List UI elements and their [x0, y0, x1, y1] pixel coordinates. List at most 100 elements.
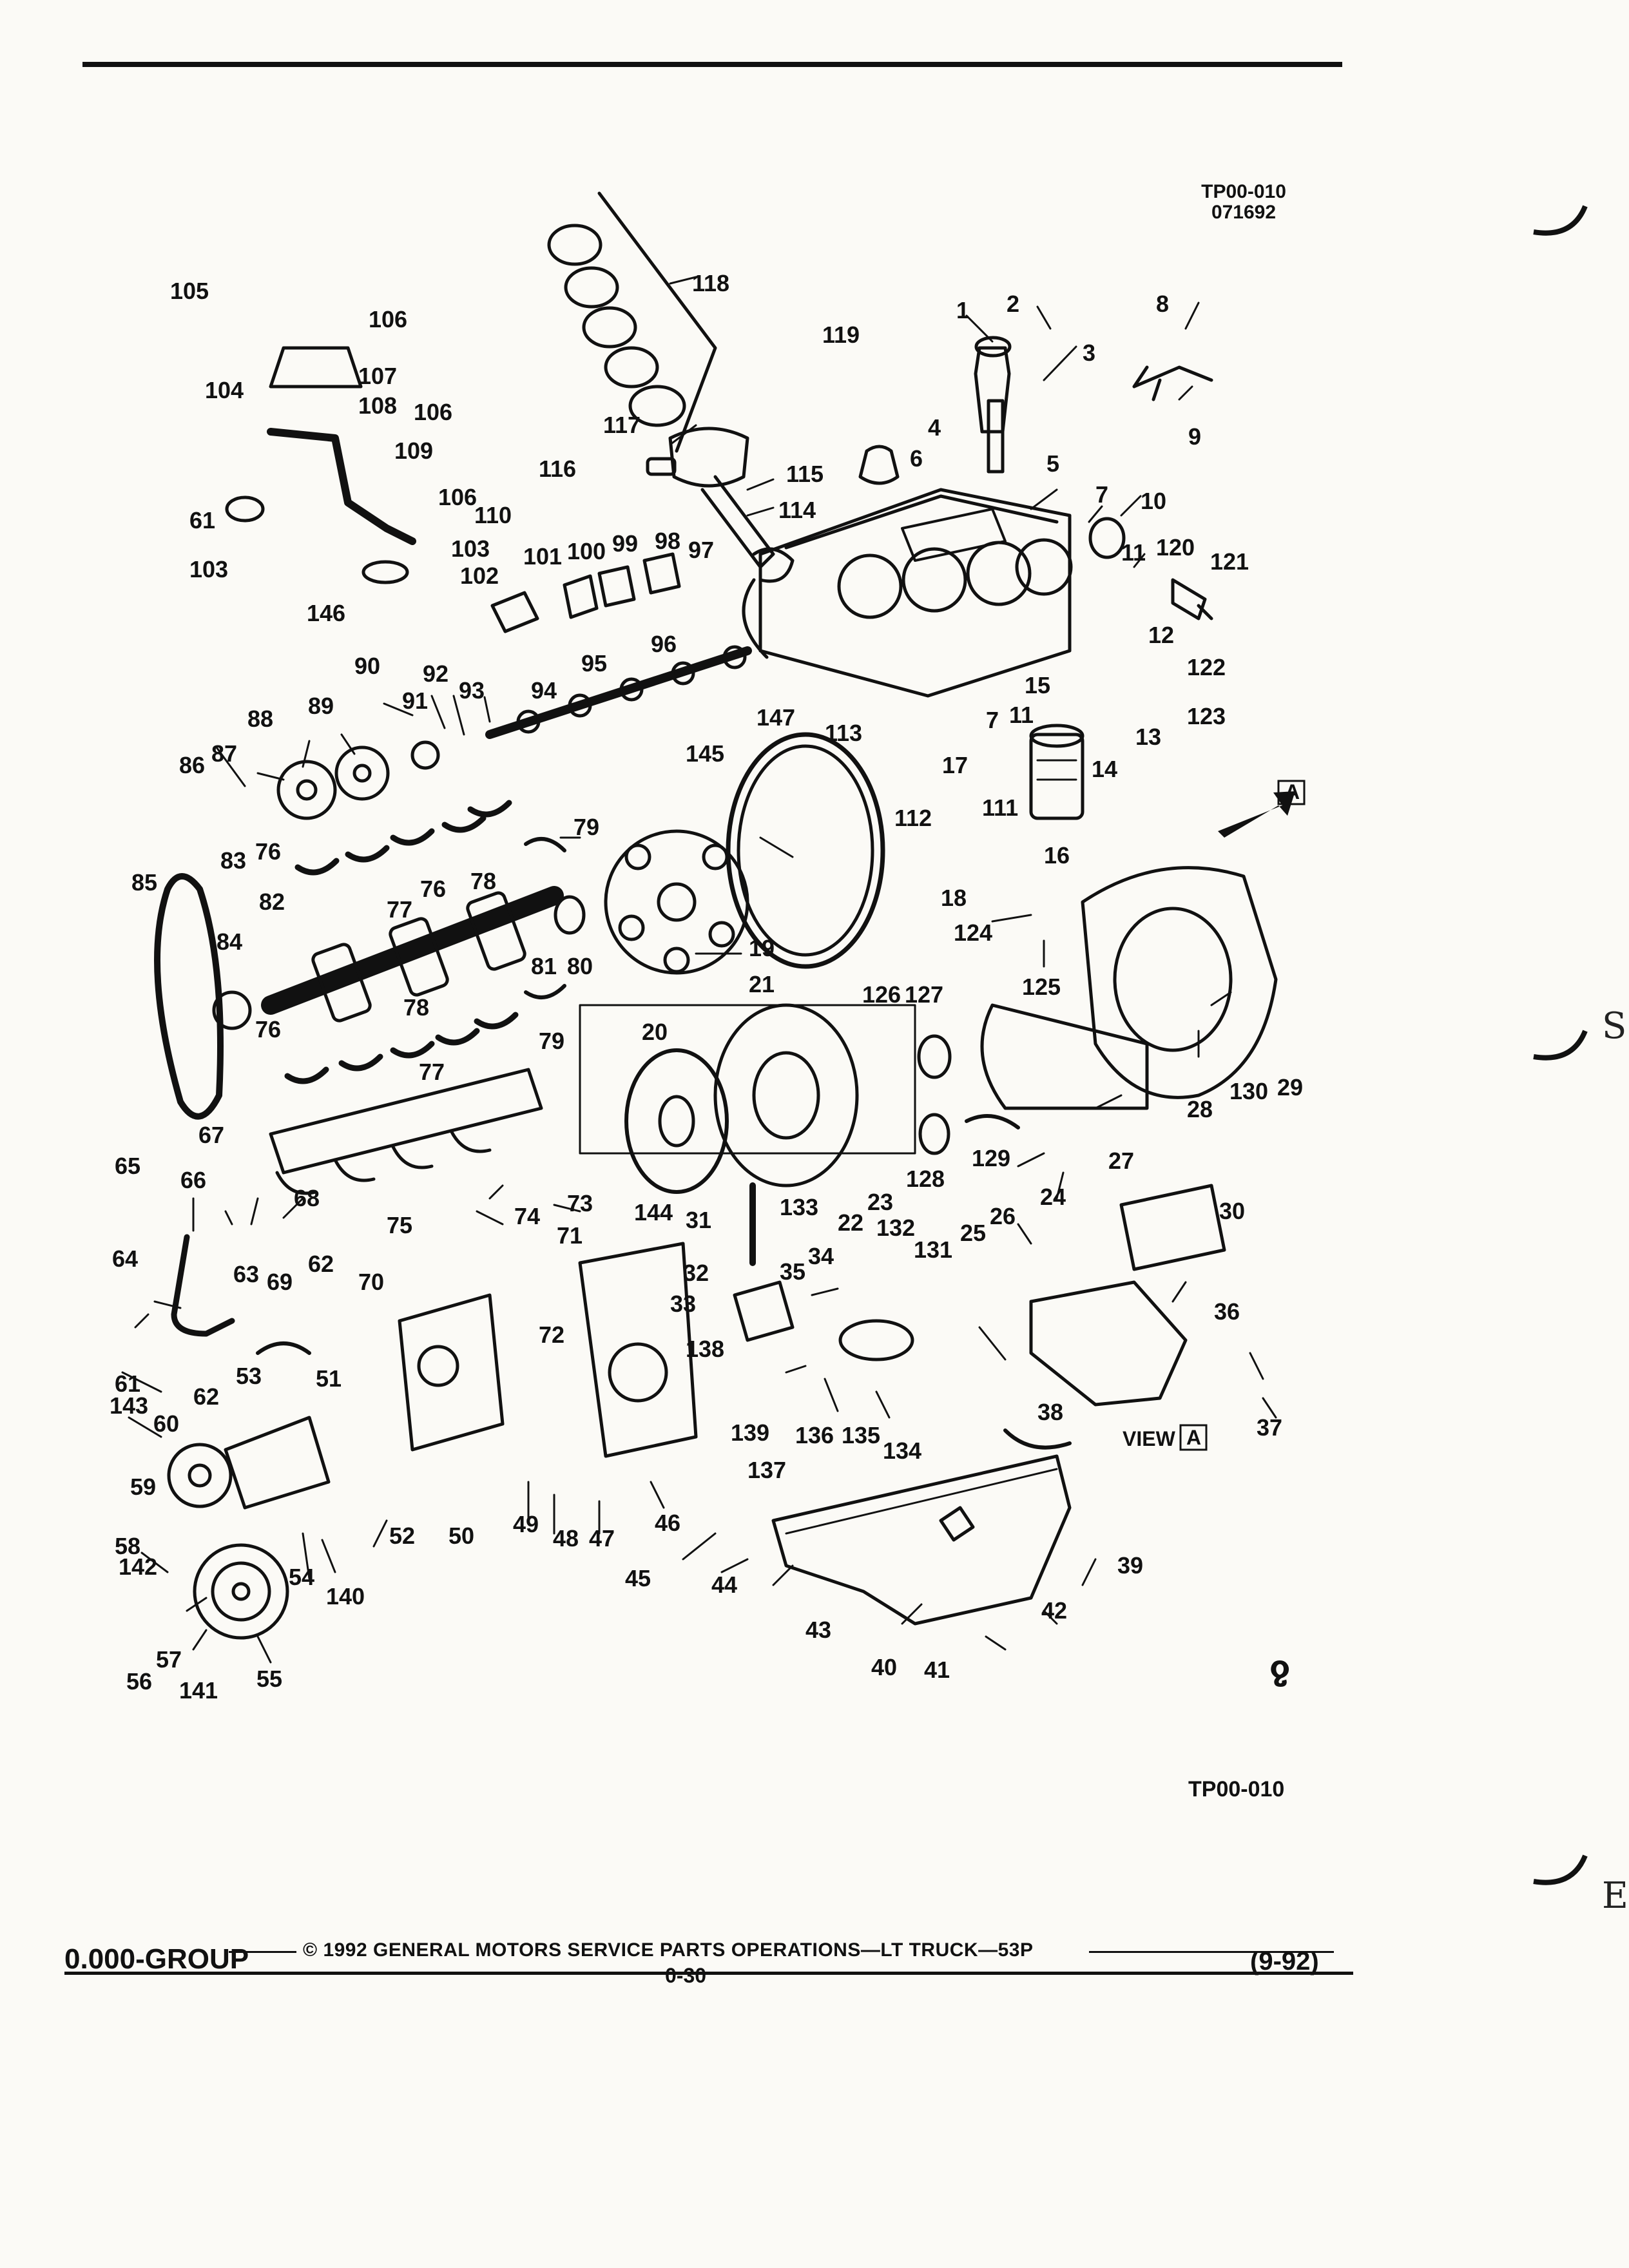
callout-74: 74	[514, 1203, 540, 1229]
callout-64: 64	[112, 1245, 138, 1272]
callout-57: 57	[156, 1646, 182, 1673]
callout-25: 25	[960, 1220, 986, 1246]
callout-35: 35	[780, 1258, 805, 1285]
camshaft-drawing	[485, 645, 752, 739]
callout-36: 36	[1214, 1298, 1240, 1325]
callout-108: 108	[358, 392, 397, 419]
binder-tab-1-icon	[1533, 205, 1588, 236]
callout-122: 122	[1187, 654, 1226, 680]
timing-chain-drawing	[154, 873, 224, 1120]
callout-20: 20	[642, 1019, 668, 1045]
margin-mark-s: S	[1602, 1005, 1627, 1047]
bell-housing-drawing	[1081, 866, 1278, 1099]
callout-145: 145	[686, 740, 724, 767]
callout-147: 147	[757, 704, 795, 731]
callout-120: 120	[1156, 534, 1195, 561]
callout-106c: 106	[438, 484, 477, 510]
logo-mark: ჹ	[1269, 1649, 1290, 1687]
callout-27: 27	[1108, 1148, 1134, 1174]
callout-3: 3	[1083, 340, 1095, 366]
callout-10: 10	[1141, 488, 1166, 514]
callout-42: 42	[1041, 1597, 1067, 1624]
callout-9: 9	[1188, 423, 1201, 450]
callout-62b: 62	[308, 1251, 334, 1277]
callout-37: 37	[1257, 1414, 1282, 1441]
callout-30: 30	[1219, 1198, 1245, 1224]
callout-72: 72	[539, 1321, 564, 1348]
callout-117: 117	[603, 412, 641, 438]
timing-cover-drawing	[398, 1242, 698, 1458]
callout-133: 133	[780, 1194, 818, 1220]
flywheel-shield-drawing	[980, 1003, 1149, 1110]
callout-51: 51	[316, 1365, 342, 1392]
callout-labels: 1 2 3 4 5 6 7 7 8 9 10 11 11 12 13 14 15…	[110, 270, 1303, 1704]
callout-112: 112	[894, 805, 932, 831]
callout-134: 134	[883, 1437, 921, 1464]
callout-67: 67	[198, 1122, 224, 1148]
top-rule	[82, 62, 1342, 67]
callout-31: 31	[686, 1207, 711, 1233]
callout-52: 52	[389, 1523, 415, 1549]
callout-49: 49	[513, 1511, 539, 1537]
callout-137: 137	[747, 1457, 786, 1483]
callout-77a: 77	[387, 896, 412, 923]
callout-80: 80	[567, 953, 593, 979]
callout-54: 54	[289, 1564, 314, 1590]
callout-50: 50	[448, 1523, 474, 1549]
callout-22: 22	[838, 1209, 863, 1236]
callout-103b: 103	[451, 535, 490, 562]
callout-114: 114	[778, 497, 816, 523]
callout-82: 82	[259, 889, 285, 915]
callout-15: 15	[1025, 672, 1050, 698]
callout-126: 126	[862, 981, 901, 1008]
callout-113: 113	[825, 720, 862, 746]
callout-97: 97	[688, 537, 714, 563]
callout-58: 58	[115, 1533, 140, 1559]
callout-59: 59	[130, 1474, 156, 1500]
callout-34: 34	[808, 1243, 834, 1269]
callout-19: 19	[749, 935, 775, 961]
view-a-arrow-icon: A	[1218, 780, 1306, 838]
callout-91: 91	[402, 687, 428, 714]
callout-76b: 76	[420, 876, 446, 902]
callout-96: 96	[651, 631, 677, 657]
callout-102: 102	[460, 562, 499, 589]
callout-127: 127	[905, 981, 943, 1008]
callout-125: 125	[1022, 974, 1061, 1000]
callout-139: 139	[731, 1419, 769, 1446]
callout-89: 89	[308, 693, 334, 719]
callout-104: 104	[205, 377, 244, 403]
view-label-text: VIEW	[1123, 1427, 1176, 1450]
thermostat-housing-drawing	[225, 346, 416, 584]
callout-92: 92	[423, 660, 448, 687]
callout-21: 21	[749, 971, 775, 997]
callout-11b: 11	[1009, 702, 1034, 728]
callout-138: 138	[686, 1336, 724, 1362]
callout-115: 115	[786, 461, 824, 487]
view-a-arrow-letter: A	[1285, 780, 1300, 803]
water-pump-drawing	[167, 1416, 331, 1510]
view-label-letter: A	[1186, 1426, 1201, 1449]
callout-13: 13	[1135, 724, 1161, 750]
callout-83: 83	[220, 847, 246, 874]
callout-23: 23	[867, 1189, 893, 1215]
callout-116: 116	[539, 456, 576, 482]
callout-76c: 76	[255, 1016, 281, 1043]
callout-32: 32	[683, 1260, 709, 1286]
callout-131: 131	[914, 1236, 952, 1263]
callout-5: 5	[1046, 450, 1059, 477]
callout-123: 123	[1187, 703, 1226, 729]
callout-93: 93	[459, 677, 485, 704]
callout-56: 56	[126, 1668, 152, 1695]
callout-29: 29	[1277, 1074, 1303, 1100]
callout-88: 88	[247, 706, 273, 732]
oil-pump-drive-drawing	[974, 336, 1012, 434]
callout-7a: 7	[1095, 481, 1108, 508]
ring-gear-drawing	[726, 732, 885, 969]
callout-119: 119	[822, 322, 860, 348]
callout-63: 63	[233, 1261, 259, 1287]
callout-144: 144	[634, 1199, 673, 1225]
callout-106b: 106	[414, 399, 452, 425]
